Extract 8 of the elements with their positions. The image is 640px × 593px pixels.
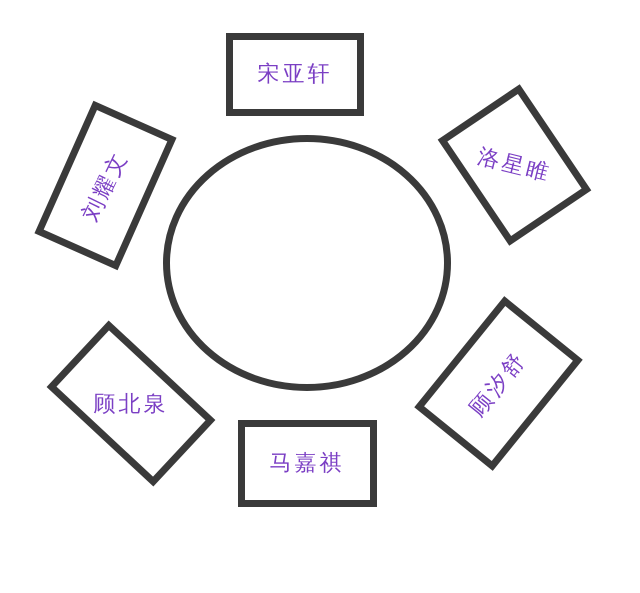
seat-name: 宋亚轩 bbox=[258, 61, 332, 89]
seat-name: 马嘉祺 bbox=[270, 450, 344, 478]
seat-card bbox=[238, 420, 376, 506]
seat-name: 刘耀文 bbox=[76, 145, 134, 226]
seat-name: 洛星睢 bbox=[474, 143, 554, 189]
seat-name: 顾汐舒 bbox=[464, 345, 533, 422]
seat-card bbox=[226, 32, 364, 116]
seat-name: 顾北泉 bbox=[94, 390, 168, 418]
